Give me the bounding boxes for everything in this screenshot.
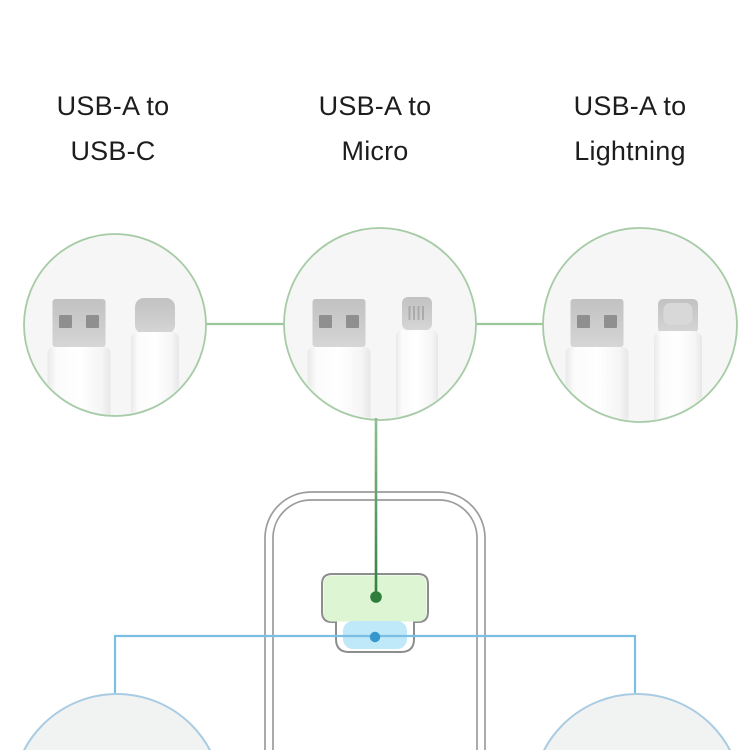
usb-a-to-lightning-circle bbox=[542, 227, 738, 423]
usb-a-to-micro-circle bbox=[283, 227, 477, 421]
cable-type-label-usb-c: USB-A to USB-C bbox=[3, 84, 223, 174]
cable-type-label-lightning: USB-A to Lightning bbox=[520, 84, 740, 174]
bottom-left-device-circle bbox=[23, 693, 211, 750]
bottom-right-device-circle bbox=[543, 693, 731, 750]
usb-a-connector-icon bbox=[307, 299, 371, 419]
charging-port-plug-icon bbox=[321, 573, 429, 653]
cable-type-label-micro: USB-A to Micro bbox=[265, 84, 485, 174]
usb-a-connector-icon bbox=[565, 299, 629, 421]
green-endpoint-dot bbox=[370, 591, 382, 603]
cable-type-label-line2: Lightning bbox=[574, 136, 686, 166]
cable-type-label-line2: Micro bbox=[341, 136, 409, 166]
micro-usb-connector-icon bbox=[396, 297, 438, 419]
cable-type-label-line1: USB-A to bbox=[573, 91, 687, 121]
cable-type-label-line1: USB-A to bbox=[318, 91, 432, 121]
cable-type-label-line1: USB-A to bbox=[56, 91, 170, 121]
usb-a-to-usb-c-circle bbox=[23, 233, 207, 417]
cable-type-label-line2: USB-C bbox=[70, 136, 156, 166]
lightning-connector-icon bbox=[654, 299, 702, 421]
blue-endpoint-dot bbox=[369, 631, 381, 643]
usb-a-connector-icon bbox=[47, 299, 111, 415]
usb-c-connector-icon bbox=[131, 298, 179, 415]
